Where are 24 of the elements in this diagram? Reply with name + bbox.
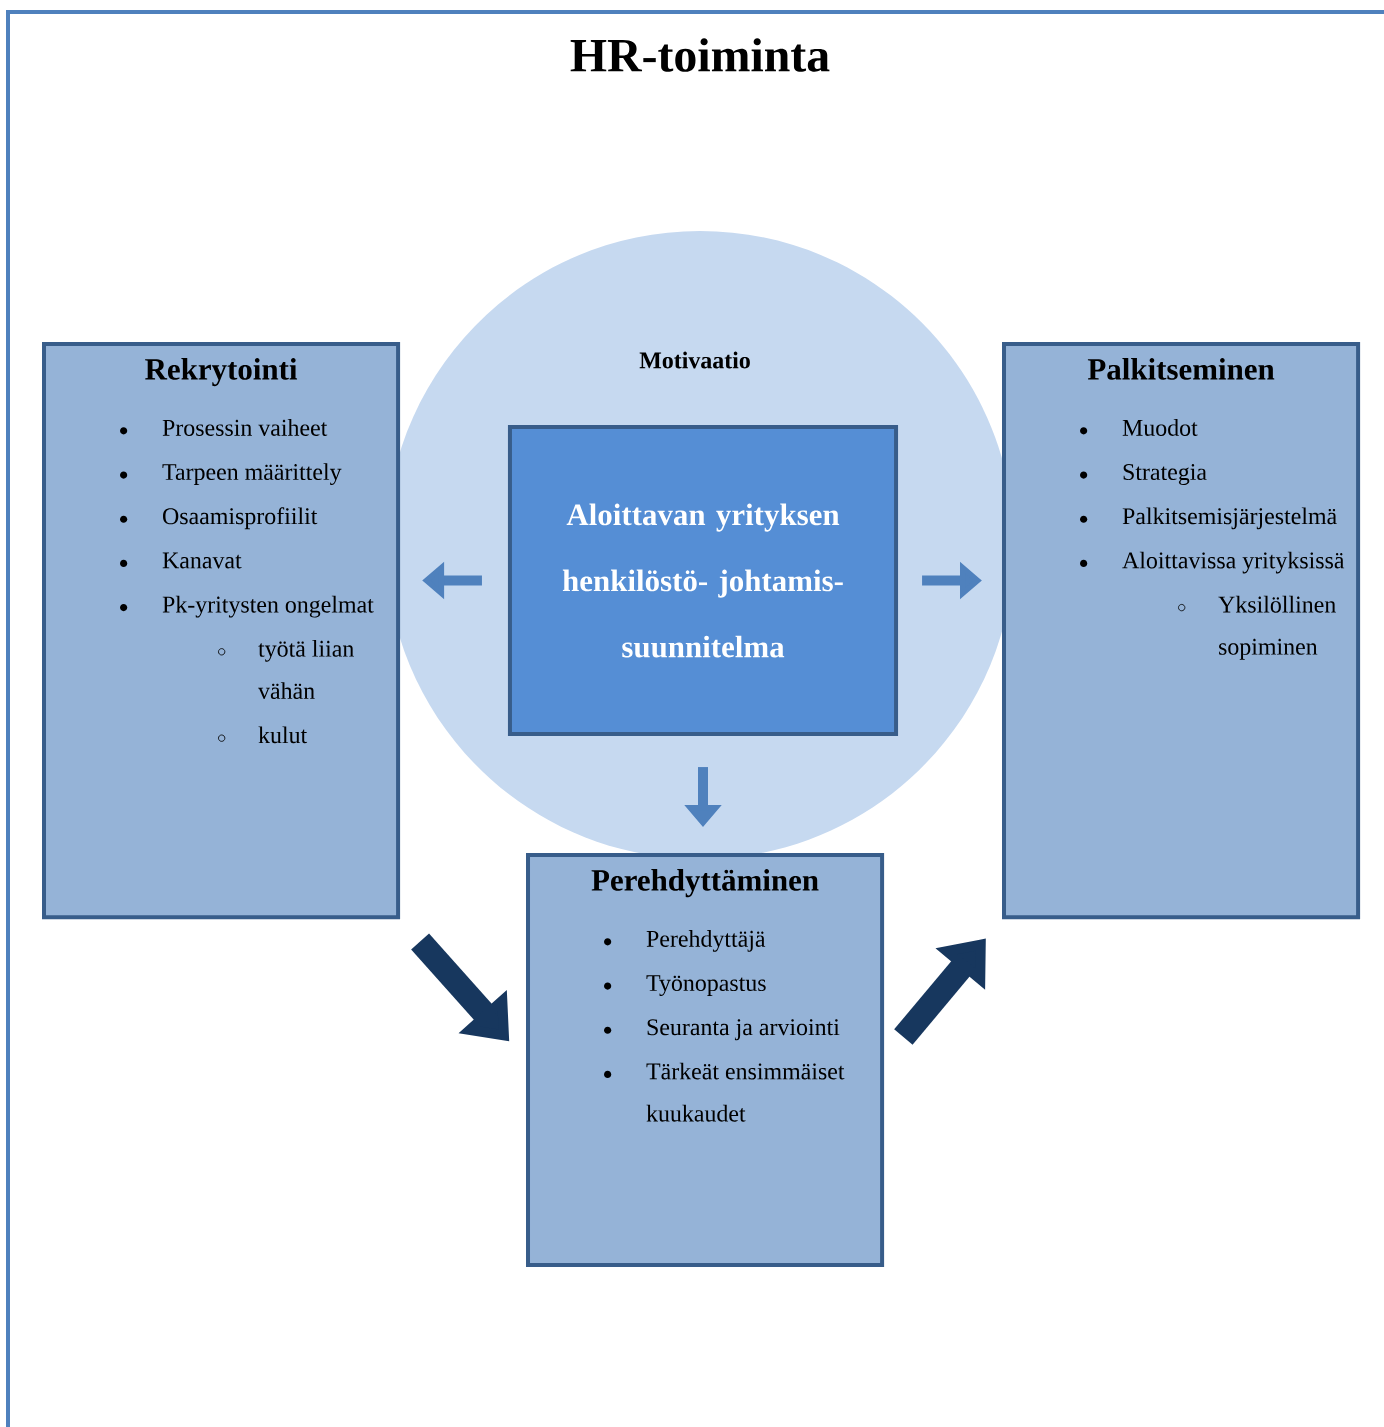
topic-box [42,342,401,920]
list-item: Prosessin vaiheet [120,419,328,436]
list-item: Työnopastus [604,975,766,996]
list-item: Yksilöllinen sopiminen [1178,595,1336,660]
list-item: Tarpeen määrittely [120,463,342,485]
topic-box [526,853,885,1268]
list-item: Seuranta ja arviointi [604,1019,840,1041]
list-item: Palkitsemisjärjestelmä [1080,507,1337,530]
plan-box: Aloittavan yrityksen henkilöstö- johtamis- suunnitelma [507,424,899,737]
box-heading: Perehdyttäminen [591,869,819,898]
list-item: Strategia [1080,464,1207,485]
list-item: Kanavat [120,552,242,569]
box-heading: Palkitseminen [1087,358,1275,380]
box-heading: Rekrytointi [145,358,298,387]
circle-label: Motivaatio [639,351,750,369]
list-item: Muodot [1080,419,1198,436]
list-item: Perehdyttäjä [604,930,766,952]
topic-box [1002,342,1361,920]
list-item: Aloittavissa yrityksissä [1080,551,1345,574]
title: HR-toiminta [570,38,830,72]
list-item: Tärkeät ensimmäiset kuukaudet [604,1062,845,1122]
list-item: Pk-yritysten ongelmat [120,595,374,618]
list-item: Osaamisprofiilit [120,507,318,530]
list-item: kulut [218,726,308,744]
